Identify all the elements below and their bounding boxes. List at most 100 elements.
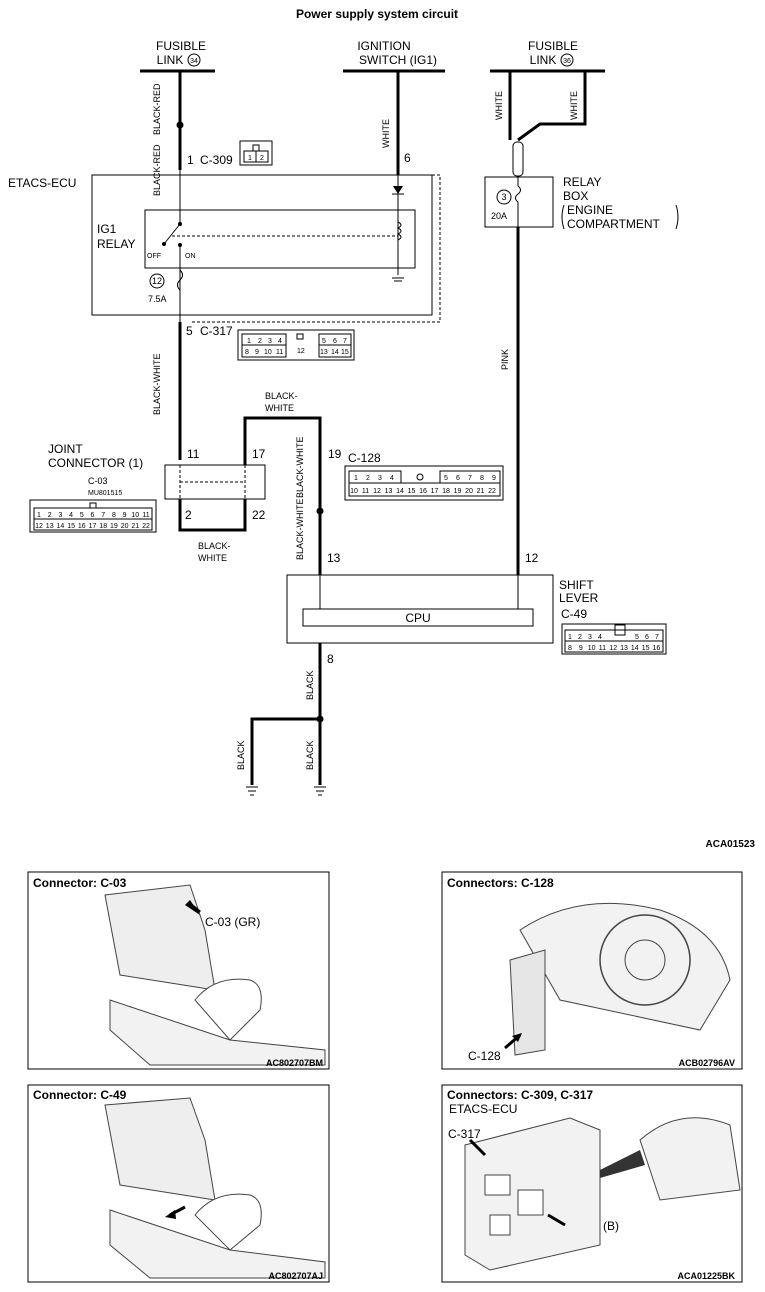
panel-c309-code: ACA01225BK bbox=[677, 1271, 735, 1281]
joint-connector-label-1: JOINT bbox=[48, 442, 83, 456]
svg-text:1: 1 bbox=[247, 338, 251, 345]
c03-bottom-pin: 12 bbox=[35, 523, 43, 530]
c128-top-pin: 8 bbox=[480, 475, 484, 482]
fuse-3-number: 3 bbox=[501, 192, 506, 202]
c03-bottom-pin: 14 bbox=[57, 523, 65, 530]
c128-top-pin: 6 bbox=[456, 475, 460, 482]
c49-top-right-pin: 5 bbox=[635, 634, 639, 641]
joint-connector-box bbox=[164, 464, 266, 500]
fuse-3-amp: 20A bbox=[491, 211, 507, 221]
svg-text:1: 1 bbox=[248, 155, 252, 162]
wire-label-black-top: BLACK- bbox=[265, 391, 298, 401]
wire-joint17-ecu19 bbox=[243, 416, 322, 465]
c03-top-pin: 4 bbox=[69, 512, 73, 519]
c49-bottom-pin: 9 bbox=[579, 645, 583, 652]
conn-c317-label: C-317 bbox=[200, 324, 233, 338]
wire-joint-bottom-loop bbox=[178, 499, 247, 532]
joint-connector-label-2: CONNECTOR (1) bbox=[48, 456, 143, 470]
c128-bottom-pin: 10 bbox=[350, 488, 358, 495]
c128-bottom-pin: 11 bbox=[362, 488, 369, 495]
panel-c03-code: AC802707BM bbox=[266, 1058, 323, 1068]
etacs-ecu-box bbox=[91, 174, 433, 316]
c309-pin-table: 1 2 bbox=[239, 140, 273, 166]
ignition-switch-label-1: IGNITION bbox=[357, 39, 410, 53]
pin-shift-8: 8 bbox=[327, 652, 334, 666]
panel-c309-c317: Connectors: C-309, C-317 ETACS-ECU C-317… bbox=[441, 1084, 743, 1283]
wire-label-white-ig: WHITE bbox=[381, 119, 391, 148]
svg-text:6: 6 bbox=[333, 338, 337, 345]
svg-text:4: 4 bbox=[278, 338, 282, 345]
c03-bottom-pin: 13 bbox=[46, 523, 54, 530]
c03-top-pin: 10 bbox=[131, 512, 139, 519]
c128-pin-table bbox=[344, 465, 504, 501]
c128-bottom-pin: 22 bbox=[488, 488, 496, 495]
wire-label-white-bottom: WHITE bbox=[198, 553, 227, 563]
c03-bottom-pin: 21 bbox=[131, 523, 139, 530]
c49-bottom-pin: 16 bbox=[653, 645, 661, 652]
pin-etacs-6: 6 bbox=[404, 151, 411, 165]
pin-etacs-5: 5 bbox=[186, 324, 193, 338]
fuse-12-icon bbox=[177, 269, 183, 291]
c128-bottom-pin: 12 bbox=[373, 488, 381, 495]
c03-top-pin: 7 bbox=[101, 512, 105, 519]
conn-c309-label: C-309 bbox=[200, 153, 233, 167]
c128-top-left-pin: 2 bbox=[366, 475, 370, 482]
panel-c309-subtitle: ETACS-ECU bbox=[449, 1102, 517, 1116]
c128-bottom-pin: 16 bbox=[419, 488, 427, 495]
c128-bottom-pin: 19 bbox=[454, 488, 462, 495]
c49-bottom-pin: 12 bbox=[609, 645, 617, 652]
etacs-ecu-label: ETACS-ECU bbox=[8, 176, 76, 190]
c49-top-pin: 2 bbox=[578, 634, 582, 641]
panel-c128-code: ACB02796AV bbox=[679, 1058, 735, 1068]
fusible-element-icon bbox=[512, 141, 524, 177]
svg-text:12: 12 bbox=[297, 348, 305, 355]
fuse-12-number: 12 bbox=[152, 276, 162, 286]
wire-label-black-1: BLACK bbox=[305, 670, 315, 700]
svg-text:10: 10 bbox=[264, 349, 272, 356]
panel-c317-callout: C-317 bbox=[448, 1127, 481, 1141]
c128-top-left-pin: 1 bbox=[354, 475, 358, 482]
c03-bottom-pin: 19 bbox=[110, 523, 118, 530]
c03-bottom-pin: 17 bbox=[89, 523, 97, 530]
fusible-link-34-label-2: LINK bbox=[157, 53, 184, 67]
c128-bottom-pin: 18 bbox=[442, 488, 450, 495]
wire-label-white-top: WHITE bbox=[265, 403, 294, 413]
fusible-link-36-label-1: FUSIBLE bbox=[528, 39, 578, 53]
c128-bottom-pin: 13 bbox=[385, 488, 393, 495]
c128-bottom-pin: 15 bbox=[408, 488, 416, 495]
panel-c309-title: Connectors: C-309, C-317 bbox=[447, 1088, 593, 1102]
wire-label-pink: PINK bbox=[500, 349, 510, 370]
wire-label-black-bottom: BLACK- bbox=[198, 541, 231, 551]
pin-joint-17: 17 bbox=[252, 447, 266, 461]
diagram-id: ACA01523 bbox=[706, 839, 756, 850]
ignition-switch-label-2: SWITCH (IG1) bbox=[359, 53, 437, 67]
svg-text:8: 8 bbox=[245, 349, 249, 356]
c128-bottom-pin: 14 bbox=[396, 488, 404, 495]
conn-c128-label: C-128 bbox=[348, 451, 381, 465]
relay-contact bbox=[163, 223, 181, 245]
c128-top-pin: 9 bbox=[492, 475, 496, 482]
c49-top-pin: 4 bbox=[598, 634, 602, 641]
c49-bottom-pin: 8 bbox=[568, 645, 572, 652]
relay-off-label: OFF bbox=[147, 253, 161, 260]
c03-bottom-pin: 16 bbox=[78, 523, 86, 530]
c03-bottom-pin: 18 bbox=[99, 523, 107, 530]
etacs-dashed-outline bbox=[190, 174, 441, 323]
svg-text:13: 13 bbox=[320, 349, 328, 356]
shift-lever-label-1: SHIFT bbox=[559, 578, 594, 592]
panel-c49-title: Connector: C-49 bbox=[33, 1088, 127, 1102]
c03-bottom-pin: 20 bbox=[121, 523, 129, 530]
c49-pin-table bbox=[561, 623, 667, 655]
c03-top-pin: 1 bbox=[37, 512, 41, 519]
wire-label-black-white-1: BLACK-WHITE bbox=[152, 353, 162, 415]
c128-top-left-pin: 4 bbox=[390, 475, 394, 482]
c128-top-pin: 5 bbox=[444, 475, 448, 482]
fuse-12-circle bbox=[149, 273, 165, 289]
svg-text:2: 2 bbox=[258, 338, 262, 345]
pin-c128-19: 19 bbox=[328, 447, 342, 461]
c49-top-pin: 3 bbox=[588, 634, 592, 641]
c03-top-pin: 2 bbox=[48, 512, 52, 519]
c03-top-pin: 6 bbox=[91, 512, 95, 519]
c49-top-pin: 1 bbox=[568, 634, 572, 641]
